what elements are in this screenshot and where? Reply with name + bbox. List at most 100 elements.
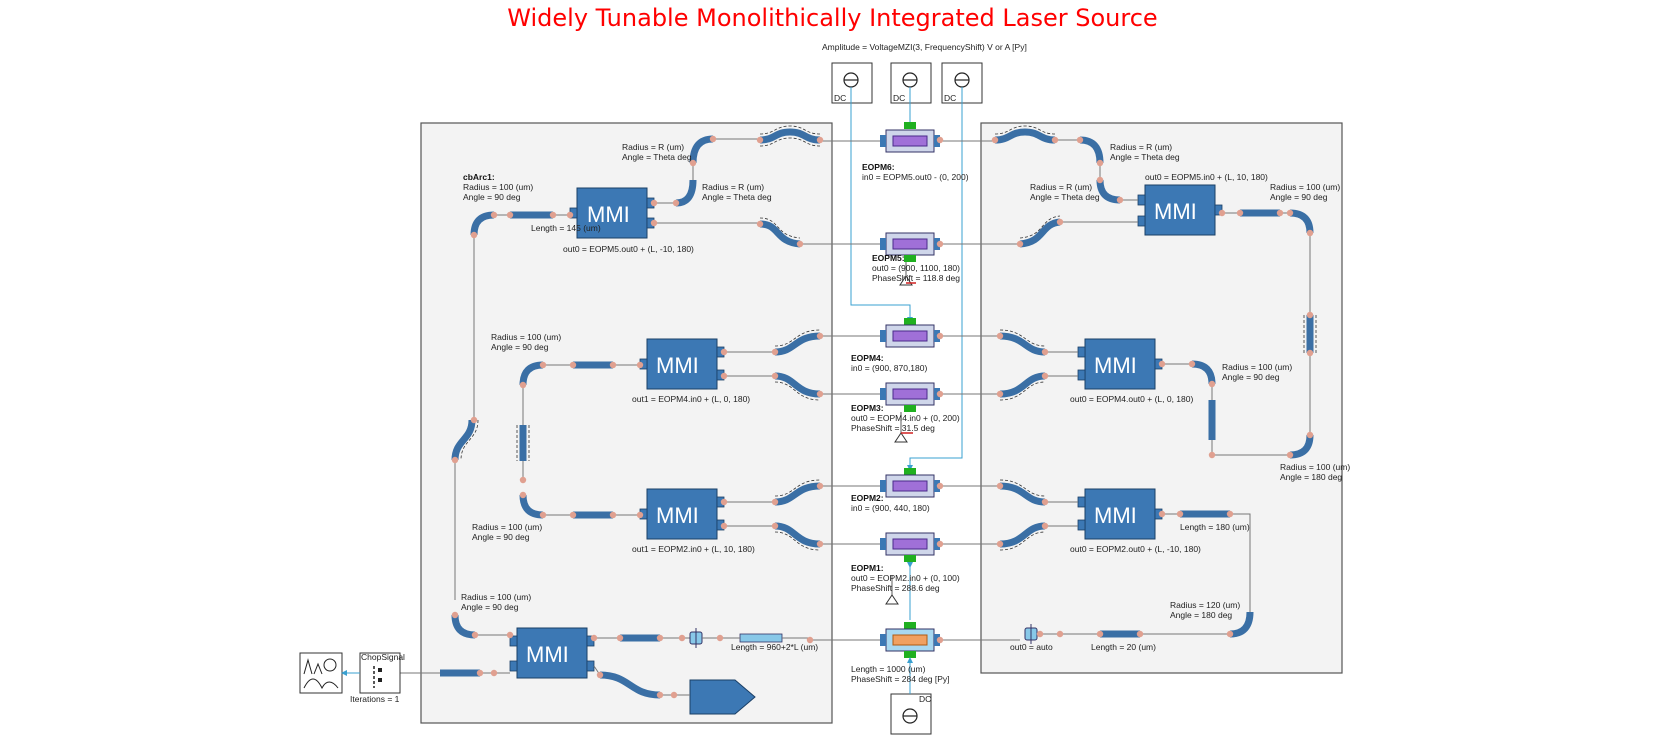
dc-source-bottom[interactable]: DC (890, 657, 932, 735)
svg-text:EOPM5:: EOPM5: (872, 253, 905, 263)
eopm2-modulator[interactable] (880, 468, 940, 498)
svg-text:EOPM1:: EOPM1: (851, 563, 884, 573)
port-dot (806, 636, 814, 644)
sbend-low-right-up[interactable] (999, 482, 1046, 506)
sbend-eopm5-right[interactable] (1019, 218, 1061, 248)
mmi-mid-right[interactable]: MMI (1077, 338, 1163, 390)
sbend-low-left-down[interactable] (774, 522, 821, 548)
port-dot (519, 381, 527, 389)
sbend-low-right-down[interactable] (999, 522, 1046, 548)
port-dot (1096, 176, 1104, 184)
port-dot (1096, 159, 1104, 167)
port-dot (936, 390, 944, 398)
port-dot (936, 240, 944, 248)
svg-text:Radius = R (um): Radius = R (um) (1110, 142, 1172, 152)
port-dot (936, 482, 944, 490)
port-dot (1208, 451, 1216, 459)
svg-text:Radius = 100 (um): Radius = 100 (um) (461, 592, 531, 602)
laser-gain-section[interactable] (880, 622, 940, 658)
sbend-mid-left-down[interactable] (774, 372, 821, 398)
arc-bottom-left-label: Radius = 100 (um) Angle = 90 deg (461, 592, 531, 612)
control-wire-3 (907, 87, 963, 471)
port-dot (451, 611, 459, 619)
svg-text:in0 = EOPM5.out0 - (0, 200): in0 = EOPM5.out0 - (0, 200) (862, 172, 969, 182)
svg-text:PhaseShift = 288.6 deg: PhaseShift = 288.6 deg (851, 583, 940, 593)
port-dot (1041, 348, 1049, 356)
port-dot (936, 136, 944, 144)
port-dot (1306, 311, 1314, 319)
port-dot (1041, 522, 1049, 530)
mmi-low-left[interactable]: MMI (639, 488, 725, 540)
port-dot (1226, 510, 1234, 518)
port-dot (1016, 240, 1024, 248)
svg-text:Angle = 90 deg: Angle = 90 deg (491, 342, 549, 352)
svg-text:Angle = Theta deg: Angle = Theta deg (1110, 152, 1180, 162)
port-dot (670, 691, 678, 699)
chopper-block[interactable]: ChopSignal (359, 652, 405, 694)
port-dot (569, 511, 577, 519)
mmi-low-right[interactable]: MMI (1077, 488, 1163, 540)
mmi-label: MMI (656, 353, 699, 378)
arc-mid-right-label: Radius = 100 (um) Angle = 90 deg (1222, 362, 1292, 382)
eopm5-label: EOPM5: out0 = (900, 1100, 180) PhaseShif… (872, 253, 960, 283)
output-phase-right[interactable] (1024, 624, 1038, 644)
mmi-mid-left[interactable]: MMI (639, 338, 725, 390)
mmi-label: MMI (1094, 353, 1137, 378)
port-dot (549, 211, 557, 219)
phase-element[interactable] (689, 628, 703, 648)
port-dot (656, 691, 664, 699)
port-dot (490, 211, 498, 219)
svg-text:Angle = 90 deg: Angle = 90 deg (1222, 372, 1280, 382)
eopm1-label: EOPM1: out0 = EOPM2.in0 + (0, 100) Phase… (851, 563, 960, 593)
port-dot (996, 482, 1004, 490)
sbend-mid-left-up[interactable] (774, 332, 821, 356)
svg-text:PhaseShift = 284 deg [Py]: PhaseShift = 284 deg [Py] (851, 674, 950, 684)
port-dot (519, 491, 527, 499)
port-dot (470, 231, 478, 239)
port-dot (490, 669, 498, 677)
eopm4-modulator[interactable] (880, 318, 940, 348)
optical-wires (800, 140, 1020, 641)
port-dot (1158, 360, 1166, 368)
dc-source-1[interactable]: DC (831, 62, 873, 104)
sbend-eopm5-left[interactable] (759, 220, 801, 248)
svg-text:Radius = 100 (um): Radius = 100 (um) (463, 182, 533, 192)
svg-text:Radius = R (um): Radius = R (um) (1030, 182, 1092, 192)
port-dot (720, 348, 728, 356)
svg-text:Angle = Theta deg: Angle = Theta deg (702, 192, 772, 202)
mmi-label: MMI (526, 642, 569, 667)
port-dot (709, 135, 717, 143)
eopm1-modulator[interactable] (880, 532, 940, 620)
output-taper[interactable] (689, 679, 756, 715)
sbend-mid-right-up[interactable] (999, 332, 1046, 356)
laser-label: Length = 1000 (um) PhaseShift = 284 deg … (851, 664, 950, 684)
sbend-vert-left[interactable] (451, 419, 476, 461)
analyzer-block[interactable] (299, 652, 343, 694)
port-dot (519, 476, 527, 484)
port-dot (609, 511, 617, 519)
port-dot (771, 348, 779, 356)
dc-source-2[interactable]: DC (890, 62, 932, 104)
eopm6-modulator[interactable] (880, 122, 940, 153)
mmi-top-right[interactable]: MMI (1137, 184, 1223, 236)
mmi-top-left[interactable]: MMI (569, 187, 655, 239)
port-dot (996, 332, 1004, 340)
output-bend[interactable] (599, 671, 661, 699)
port-dot (636, 361, 644, 369)
port-dot (1116, 196, 1124, 204)
sbend-top[interactable] (759, 128, 821, 144)
port-dot (771, 372, 779, 380)
svg-text:out0 = EOPM4.in0 + (0, 200): out0 = EOPM4.in0 + (0, 200) (851, 413, 960, 423)
arc-bottom-right-label: Radius = 120 (um) Angle = 180 deg (1170, 600, 1240, 620)
sbend-mid-right-down[interactable] (999, 372, 1046, 398)
sbend-low-left-up[interactable] (774, 482, 821, 506)
arc-R-label: Radius = R (um) Angle = Theta deg (622, 142, 692, 162)
port-dot (1286, 451, 1294, 459)
port-dot (816, 332, 824, 340)
mmi-low-left-label: out1 = EOPM2.in0 + (L, 10, 180) (632, 544, 755, 554)
sbend-top-right[interactable] (994, 128, 1056, 144)
waveguide-main[interactable] (739, 633, 783, 643)
diagram-title: Widely Tunable Monolithically Integrated… (507, 4, 1158, 32)
mmi-bottom-left[interactable]: MMI (509, 627, 595, 679)
svg-text:EOPM4:: EOPM4: (851, 353, 884, 363)
